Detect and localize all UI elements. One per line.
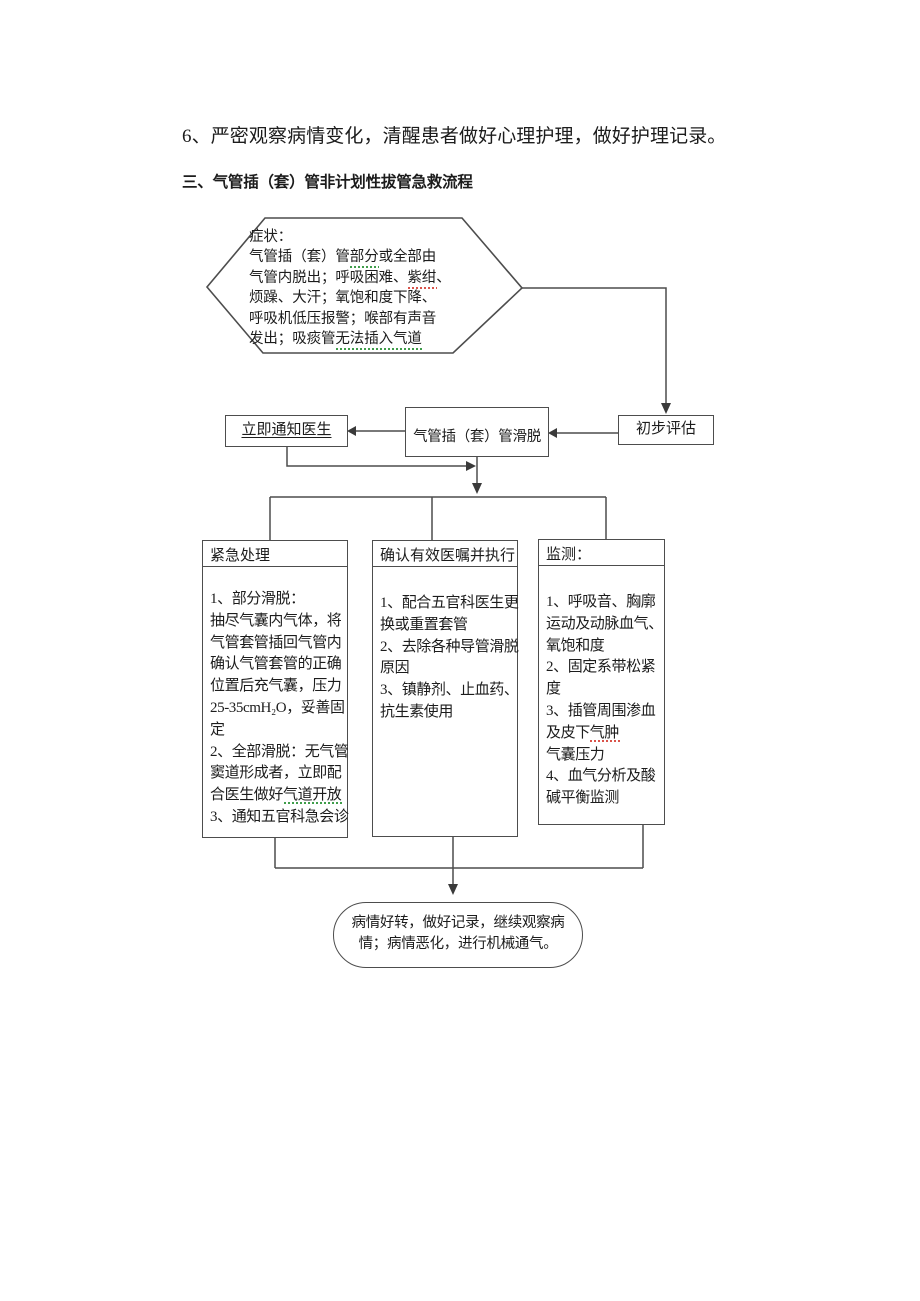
symptom-line: 呼吸机低压报警；喉部有声音 — [249, 310, 437, 327]
column-line: 1、部分滑脱： — [210, 591, 305, 607]
spellcheck-mark — [408, 287, 437, 289]
orders-column-content: 1、配合五官科医生更 换或重置套管 2、去除各种导管滑脱 原因 3、镇静剂、止血… — [380, 593, 519, 724]
outcome-line: 病情好转，做好记录，继续观察病 — [351, 915, 565, 931]
column-line: 抗生素使用 — [380, 703, 454, 720]
symptom-line: 症状： — [249, 229, 293, 245]
column-line: 定 — [210, 721, 225, 738]
spellcheck-mark — [350, 266, 379, 268]
column-line: 换或重置套管 — [380, 616, 468, 633]
column-line: 1、配合五官科医生更 — [380, 595, 519, 611]
column-line: 及皮下气肿 — [546, 724, 620, 741]
column-line: 气管套管插回气管内 — [210, 634, 342, 651]
outcome-terminal: 病情好转，做好记录，继续观察病 情；病情恶化，进行机械通气。 — [333, 902, 583, 968]
emergency-handling-column: 紧急处理 1、部分滑脱： 抽尽气囊内气体，将 气管套管插回气管内 确认气管套管的… — [202, 540, 349, 838]
arrowhead-notify-join — [466, 461, 476, 471]
column-line: 2、去除各种导管滑脱 — [380, 638, 519, 655]
initial-assessment-box: 初步评估 — [618, 415, 714, 445]
column-line: 25-35cmH₂O，妥善固 — [210, 699, 345, 716]
symptom-line: 气管插（套）管部分或全部由 — [249, 249, 437, 266]
arrowhead-branch — [472, 483, 482, 494]
column-line: 度 — [546, 681, 561, 698]
emergency-column-title: 紧急处理 — [203, 541, 347, 567]
notify-doctor-label: 立即通知医生 — [241, 422, 332, 438]
tube-slippage-box: 气管插（套）管滑脱 — [405, 407, 549, 457]
spellcheck-mark — [590, 740, 620, 742]
column-line: 2、全部滑脱：无气管 — [210, 743, 349, 760]
monitoring-column: 监测： 1、呼吸音、胸廓 运动及动脉血气、 氧饱和度 2、固定系带松紧 度 3、… — [538, 539, 665, 825]
column-line: 3、镇静剂、止血药、 — [380, 682, 519, 699]
column-line: 1、呼吸音、胸廓 — [546, 594, 656, 610]
section-heading: 三、气管插（套）管非计划性拔管急救流程 — [182, 174, 473, 191]
column-line: 确认气管套管的正确 — [210, 656, 342, 673]
outcome-line: 情；病情恶化，进行机械通气。 — [358, 936, 558, 952]
connector-hexagon-to-assess — [522, 287, 667, 409]
tube-slippage-label: 气管插（套）管滑脱 — [413, 429, 541, 445]
initial-assessment-label: 初步评估 — [635, 421, 696, 437]
confirm-orders-column: 确认有效医嘱并执行 1、配合五官科医生更 换或重置套管 2、去除各种导管滑脱 原… — [372, 540, 519, 837]
column-line: 氧饱和度 — [546, 637, 605, 654]
column-line: 原因 — [380, 660, 410, 677]
column-line: 3、插管周围渗血 — [546, 702, 656, 719]
symptom-line: 气管内脱出；呼吸困难、紫绀、 — [249, 269, 451, 286]
column-line: 气囊压力 — [546, 746, 605, 763]
column-line: 运动及动脉血气、 — [546, 615, 663, 632]
spellcheck-mark — [336, 348, 423, 350]
symptom-line: 发出；吸痰管无法插入气道 — [249, 331, 422, 348]
arrowhead-into-notify — [347, 426, 356, 436]
column-line: 3、通知五官科急会诊 — [210, 808, 349, 825]
column-line: 位置后充气囊，压力 — [210, 678, 342, 695]
symptom-hexagon: 症状： 气管插（套）管部分或全部由 气管内脱出；呼吸困难、紫绀、 烦躁、大汗；氧… — [249, 227, 479, 349]
monitoring-column-title: 监测： — [539, 540, 664, 566]
arrowhead-into-slip — [548, 428, 557, 438]
column-line: 碱平衡监测 — [546, 790, 620, 807]
notify-doctor-box: 立即通知医生 — [225, 415, 348, 447]
arrowhead-into-assess — [661, 403, 671, 414]
column-line: 抽尽气囊内气体，将 — [210, 612, 342, 629]
emergency-column-content: 1、部分滑脱： 抽尽气囊内气体，将 气管套管插回气管内 确认气管套管的正确 位置… — [210, 589, 349, 829]
symptom-line: 烦躁、大汗；氧饱和度下降、 — [249, 290, 437, 307]
arrowhead-into-terminal — [448, 884, 458, 895]
monitoring-column-content: 1、呼吸音、胸廓 运动及动脉血气、 氧饱和度 2、固定系带松紧 度 3、插管周围… — [546, 592, 664, 810]
branch-to-columns — [269, 496, 607, 540]
numbered-item-6: 6、严密观察病情变化，清醒患者做好心理护理，做好护理记录。 — [182, 126, 727, 147]
column-line: 合医生做好气道开放 — [210, 787, 342, 804]
orders-column-title: 确认有效医嘱并执行 — [373, 541, 517, 567]
column-line: 4、血气分析及酸 — [546, 768, 656, 785]
spellcheck-mark — [284, 802, 344, 804]
column-line: 2、固定系带松紧 — [546, 659, 656, 676]
column-line: 窦道形成者，立即配 — [210, 765, 342, 782]
